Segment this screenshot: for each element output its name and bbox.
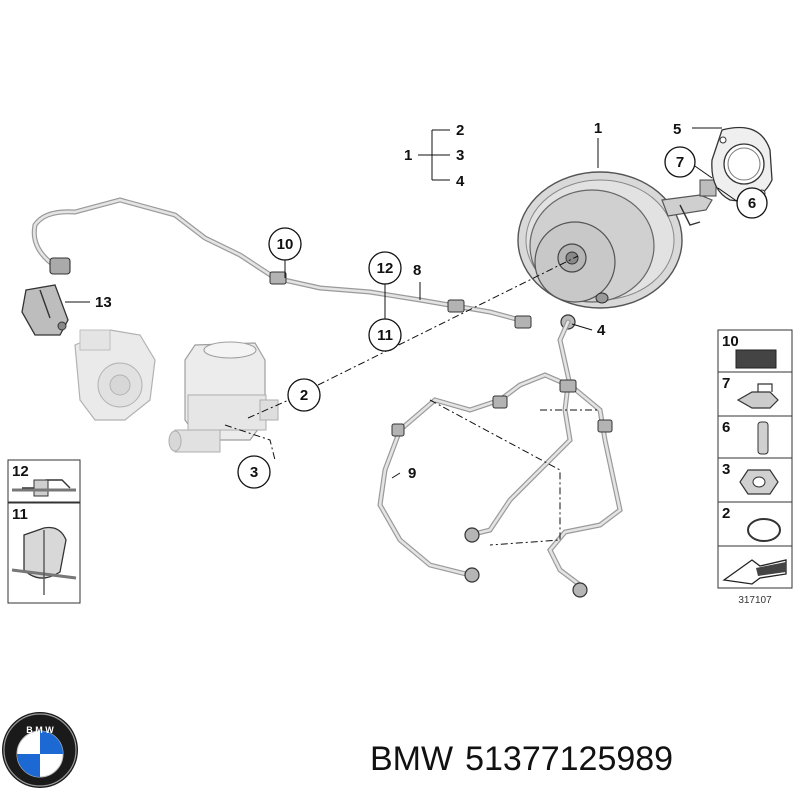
part-number: 51377125989 (465, 740, 674, 778)
part-caption: BMW 51377125989 (370, 740, 685, 779)
callout-8: 8 (413, 262, 421, 279)
callout-3: 3 (250, 464, 258, 481)
bracket-13 (21, 284, 69, 336)
legend-number-6: 6 (722, 419, 730, 436)
o-ring-icon (747, 518, 781, 542)
callout-1: 1 (594, 120, 602, 137)
vacuum-pump (74, 329, 156, 421)
callout-6: 6 (748, 195, 756, 212)
clip-icon (736, 383, 779, 409)
detail-box-11: 11 (7, 502, 81, 604)
bmw-logo: B M W (2, 712, 78, 788)
detail-label-12: 12 (12, 463, 29, 480)
callout-3-group: 3 (456, 147, 464, 164)
detail-label-11: 11 (12, 506, 28, 523)
hose-assembly-9 (377, 319, 623, 598)
foam-pad-icon (735, 349, 777, 369)
callout-2-group: 2 (456, 122, 464, 139)
svg-text:B M W: B M W (26, 725, 54, 735)
nut-icon (739, 469, 779, 495)
brake-booster (517, 171, 717, 309)
legend-number-7: 7 (722, 375, 730, 392)
callouts: 1 1 2 3 4 5 7 6 10 12 8 11 4 13 2 3 9 (95, 120, 768, 489)
callout-7: 7 (676, 154, 684, 171)
callout-5: 5 (673, 121, 681, 138)
callout-10: 10 (277, 236, 294, 253)
vacuum-hose (31, 197, 576, 330)
arrow-icon (722, 559, 787, 585)
diagram-code: 317107 (738, 595, 772, 606)
callout-12: 12 (377, 260, 394, 277)
callout-2: 2 (300, 387, 308, 404)
gasket (711, 126, 773, 202)
legend-number-2: 2 (722, 505, 730, 522)
callout-9: 9 (408, 465, 416, 482)
callout-4-group: 4 (456, 173, 465, 190)
callout-11: 11 (377, 327, 393, 344)
callout-1-group: 1 (404, 147, 412, 164)
leader-lines (65, 127, 739, 479)
reference-lines (224, 255, 600, 546)
master-cylinder (168, 341, 279, 453)
legend: 10 7 6 3 2 317107 (717, 329, 793, 606)
legend-number-10: 10 (722, 333, 739, 350)
callout-4: 4 (597, 322, 606, 339)
detail-box-12: 12 (7, 459, 81, 503)
legend-number-3: 3 (722, 461, 730, 478)
pin-icon (757, 421, 769, 455)
brand-name: BMW (370, 740, 454, 778)
callout-13: 13 (95, 294, 112, 311)
